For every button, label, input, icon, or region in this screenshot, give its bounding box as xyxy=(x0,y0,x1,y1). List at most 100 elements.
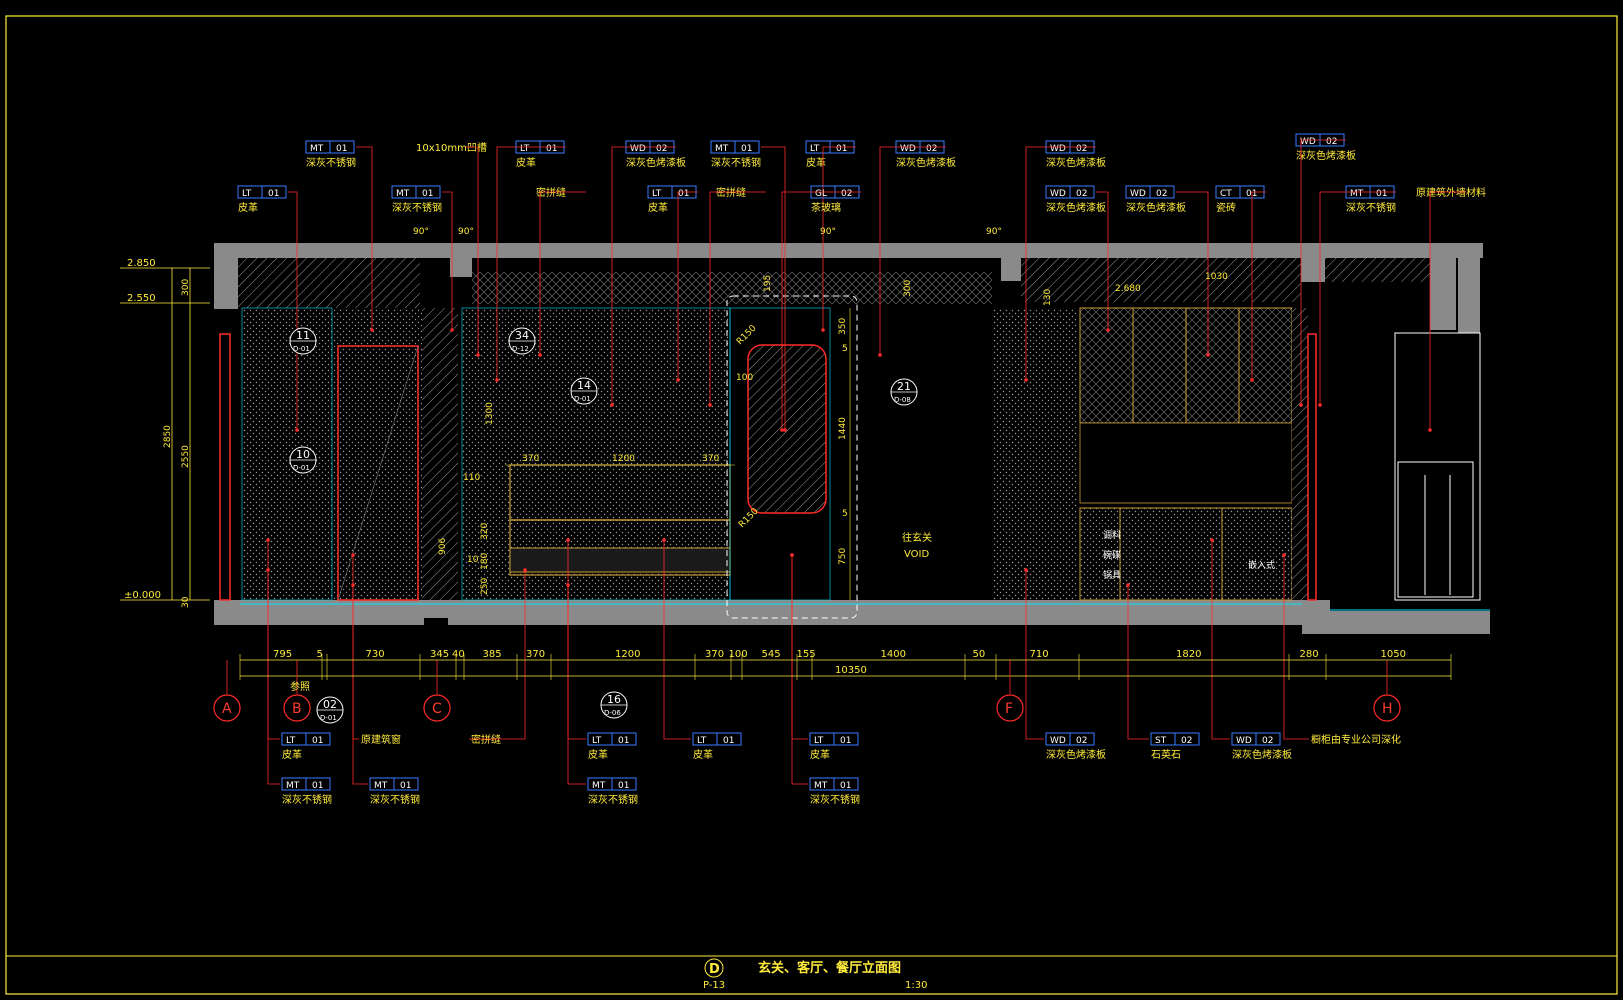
dim-5: 385 xyxy=(483,649,502,660)
tag-desc: 深灰不锈钢 xyxy=(810,793,860,806)
drawing-title: 玄关、客厅、餐厅立面图 xyxy=(758,960,901,976)
tag-num: 01 xyxy=(618,781,629,791)
tag-code: CT xyxy=(1220,189,1232,199)
svg-text:D-12: D-12 xyxy=(512,345,529,353)
svg-text:B: B xyxy=(292,701,302,717)
callout-11: 11D-01 xyxy=(289,327,317,355)
dim-total: 10350 xyxy=(835,665,867,676)
tag-num: 01 xyxy=(840,781,851,791)
tag-num: 01 xyxy=(678,189,689,199)
soffit-hatch-mid xyxy=(472,272,992,304)
tag-num: 02 xyxy=(926,144,937,154)
svg-text:D-01: D-01 xyxy=(574,395,591,403)
soffit-hatch-right xyxy=(1021,258,1301,302)
cabinet-right-pilaster xyxy=(1292,308,1308,600)
tag-desc: 深灰色烤漆板 xyxy=(1046,156,1106,169)
callout-14: 14D-01 xyxy=(570,377,598,405)
axis-B: B xyxy=(283,660,311,722)
svg-text:130: 130 xyxy=(1043,289,1053,306)
tag-desc: 深灰不锈钢 xyxy=(306,156,356,169)
dim-4: 40 xyxy=(452,649,465,660)
top-tag-19: 原建筑外墙材料 xyxy=(1416,186,1486,432)
top-tag-1: 10x10mm凹槽 xyxy=(416,141,487,357)
svg-text:300: 300 xyxy=(181,279,191,296)
dim-11: 155 xyxy=(797,649,816,660)
tag-code: MT xyxy=(1350,189,1364,199)
tag-num: 01 xyxy=(840,736,851,746)
tag-code: LT xyxy=(520,144,530,154)
callout-10: 10D-01 xyxy=(289,446,317,474)
tag-num: 02 xyxy=(1076,144,1087,154)
axis-A: A xyxy=(213,660,241,722)
wall-panel-entry xyxy=(241,307,333,601)
void-label-cn: 往玄关 xyxy=(902,531,932,544)
tag-desc: 深灰不锈钢 xyxy=(370,793,420,806)
svg-text:10: 10 xyxy=(467,555,479,565)
left-dims: 300 2550 2850 30 xyxy=(163,268,191,608)
tag-desc: 皮革 xyxy=(806,156,826,169)
tag-num: 01 xyxy=(618,736,629,746)
left-post xyxy=(219,333,231,601)
tag-desc: 皮革 xyxy=(693,748,713,761)
tag-num: 01 xyxy=(741,144,752,154)
tag-code: LT xyxy=(592,736,602,746)
tag-num: 01 xyxy=(1376,189,1387,199)
title-strip xyxy=(5,955,1618,995)
tag-num: 01 xyxy=(422,189,433,199)
dim-9: 100 xyxy=(729,649,748,660)
tag-code: WD xyxy=(1130,189,1146,199)
tag-desc: 橱柜由专业公司深化 xyxy=(1311,733,1401,746)
kitchen-label-4: 嵌入式 xyxy=(1248,559,1275,571)
dim-6: 370 xyxy=(526,649,545,660)
bottom-tag-11: MT 01 深灰不锈钢 xyxy=(351,583,420,806)
tag-num: 02 xyxy=(1076,189,1087,199)
svg-text:320: 320 xyxy=(480,523,490,540)
bottom-tag-9: 橱柜由专业公司深化 xyxy=(1282,553,1401,746)
tag-desc: 皮革 xyxy=(588,748,608,761)
bottom-tag-13: MT 01 深灰不锈钢 xyxy=(790,553,860,806)
tag-desc: 原建筑外墙材料 xyxy=(1416,186,1486,199)
tag-desc: 深灰色烤漆板 xyxy=(1296,149,1356,162)
tag-code: MT xyxy=(814,781,828,791)
tag-desc: 瓷砖 xyxy=(1216,201,1236,214)
tag-code: ST xyxy=(1155,736,1167,746)
svg-text:10: 10 xyxy=(296,448,310,461)
tag-code: WD xyxy=(1236,736,1252,746)
tag-desc: 皮革 xyxy=(282,748,302,761)
window-frame xyxy=(1394,332,1481,601)
tag-code: MT xyxy=(310,144,324,154)
tag-code: MT xyxy=(286,781,300,791)
door-glass xyxy=(337,345,419,601)
svg-text:90°: 90° xyxy=(413,227,429,237)
tag-code: MT xyxy=(374,781,388,791)
tag-desc: 密拼缝 xyxy=(716,186,746,199)
kitchen-label-2: 碗碟 xyxy=(1103,549,1121,561)
svg-text:90°: 90° xyxy=(820,227,836,237)
callout-34: 34D-12 xyxy=(508,327,536,355)
svg-text:5: 5 xyxy=(842,509,848,519)
tag-code: WD xyxy=(1050,144,1066,154)
svg-text:1030: 1030 xyxy=(1205,272,1228,282)
tag-desc: 深灰色烤漆板 xyxy=(1046,201,1106,214)
callout-02: 02D-01 xyxy=(316,696,344,724)
top-tag-7: WD 02 深灰色烤漆板 xyxy=(1024,140,1106,382)
tag-num: 01 xyxy=(400,781,411,791)
svg-text:14: 14 xyxy=(577,379,591,392)
svg-text:2850: 2850 xyxy=(163,425,173,448)
tag-desc: 深灰色烤漆板 xyxy=(1232,748,1292,761)
tag-desc: 深灰色烤漆板 xyxy=(896,156,956,169)
tag-num: 01 xyxy=(312,781,323,791)
tag-num: 02 xyxy=(1076,736,1087,746)
svg-text:34: 34 xyxy=(515,329,529,342)
